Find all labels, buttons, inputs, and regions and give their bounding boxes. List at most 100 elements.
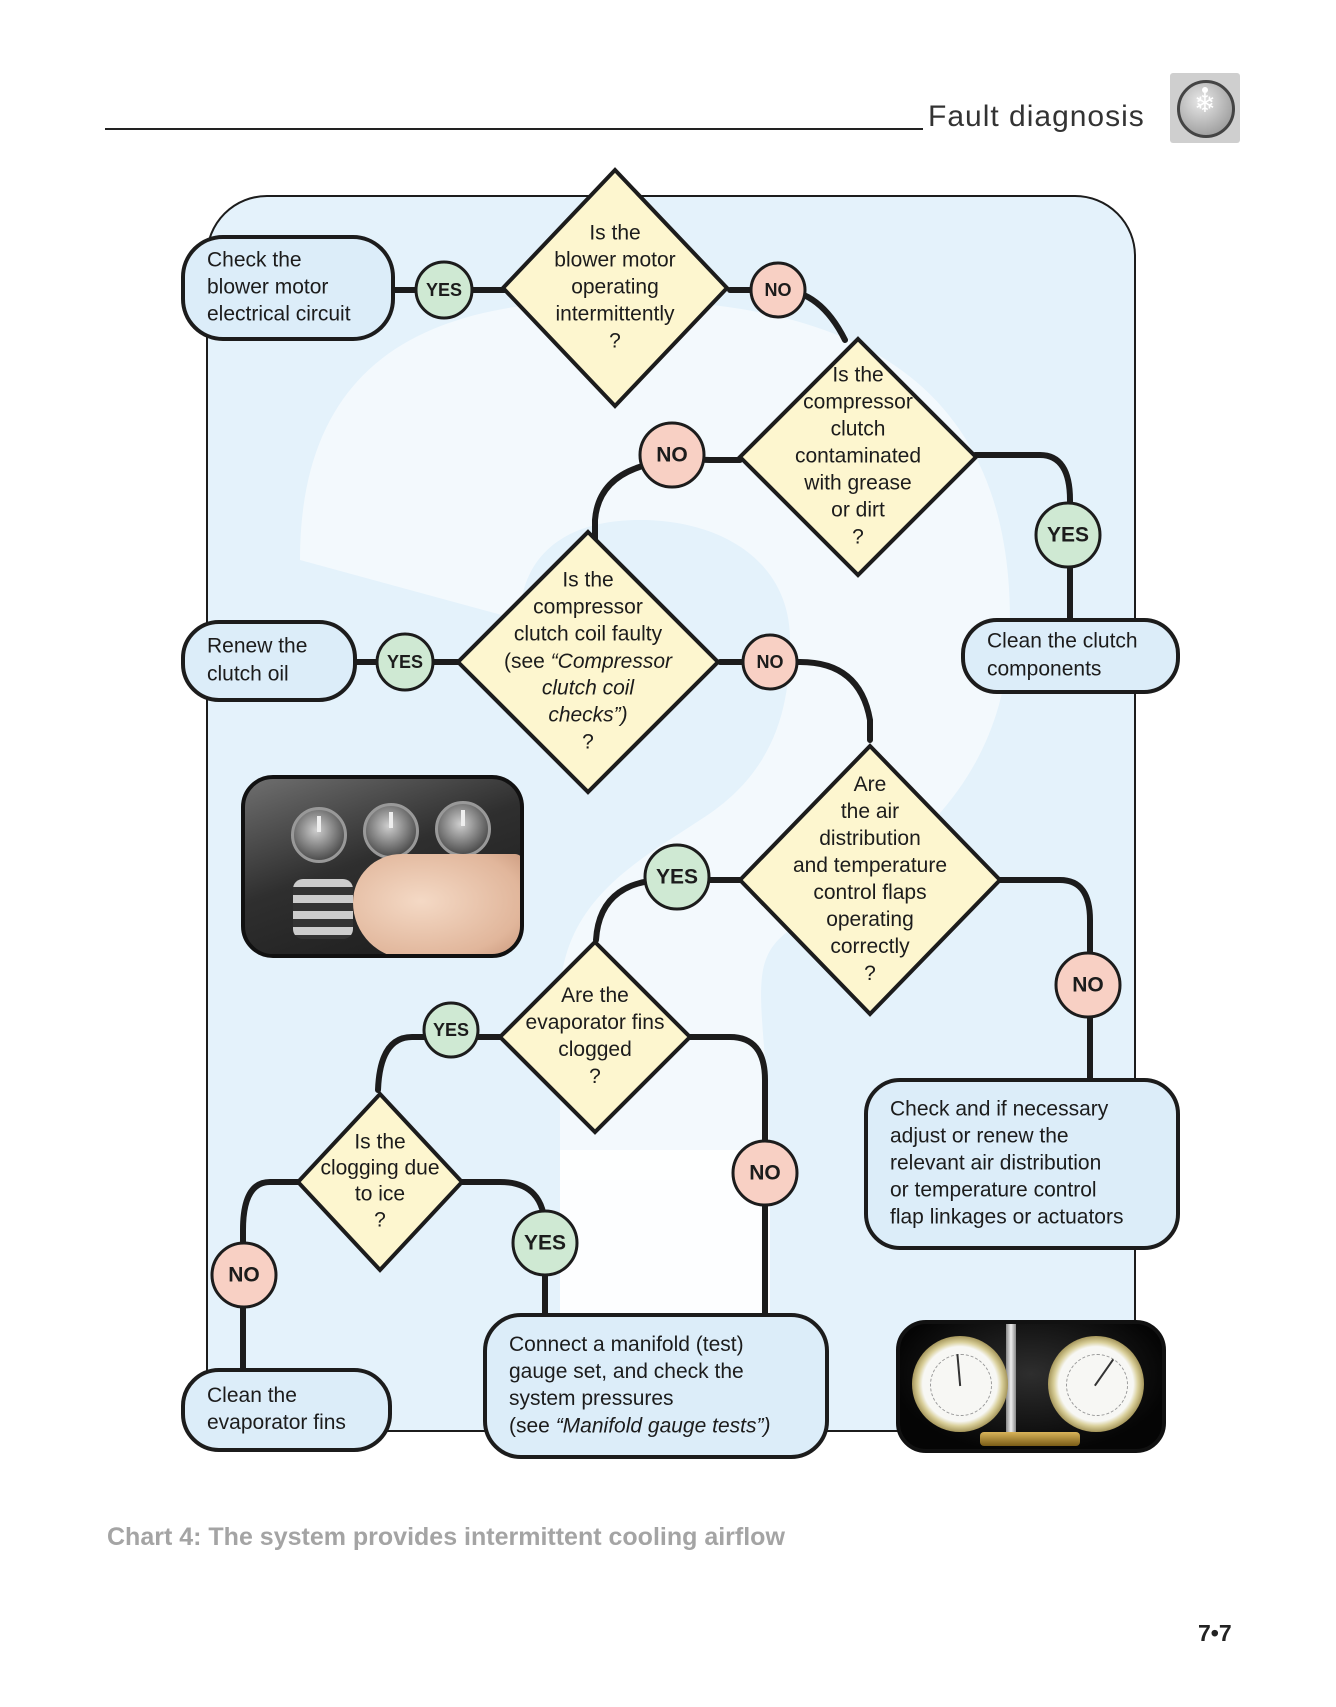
connector-line (717, 659, 873, 743)
header-rule (105, 128, 923, 130)
action-check_blower-line: blower motor (207, 276, 328, 299)
yes-badge-label: YES (1047, 524, 1089, 547)
decision-q_blower-line: ? (609, 330, 621, 353)
decision-q_clutch_contam-line: with grease (803, 472, 911, 495)
action-manifold-line: system pressures (509, 1387, 674, 1410)
decision-q_coil-line: Is the (562, 569, 613, 592)
action-clean_clutch-line: Clean the clutch (987, 630, 1138, 653)
decision-q_coil-line: ? (582, 731, 594, 754)
yes-badge (422, 1001, 480, 1059)
decision-q_blower-line: Is the (589, 222, 640, 245)
decision-q_flaps-line: ? (864, 962, 876, 985)
connector-line (997, 877, 1093, 1083)
yes-badge-label: YES (656, 866, 698, 889)
decision-q_coil-line: clutch coil (542, 677, 636, 700)
yes-badge (1034, 501, 1102, 569)
decision-q_ice-line: to ice (355, 1183, 405, 1206)
no-badge (741, 633, 799, 691)
action-clean_fins-line: Clean the (207, 1384, 297, 1407)
yes-badge (511, 1209, 579, 1277)
decision-q_flaps-line: correctly (830, 935, 910, 958)
action-clean_clutch (961, 618, 1180, 694)
no-badge (731, 1139, 799, 1207)
no-badge-label: NO (1072, 974, 1104, 997)
decision-q_coil (455, 529, 721, 795)
action-renew_oil (181, 620, 357, 702)
badge-dot (1202, 87, 1208, 93)
yes-badge (414, 260, 474, 320)
no-badge-label: NO (749, 1162, 781, 1185)
decision-q_blower-line: intermittently (555, 303, 675, 326)
no-badge-label: NO (765, 280, 792, 300)
badge-ring (1177, 80, 1235, 138)
decision-q_fins-line: Are the (561, 984, 629, 1007)
vent-buttons (293, 879, 353, 939)
decision-q_flaps-line: Are (854, 773, 887, 796)
action-manifold (483, 1313, 829, 1459)
snowflake-glyph: ❄ (1194, 89, 1216, 119)
action-clean_fins-line: evaporator fins (207, 1411, 346, 1434)
decision-q_flaps (737, 743, 1003, 1017)
action-clean_fins (181, 1368, 392, 1452)
no-badge (210, 1241, 278, 1309)
connector-line (687, 1034, 768, 1318)
no-badge (1054, 951, 1122, 1019)
pressure-gauge (1048, 1336, 1144, 1432)
hand (353, 854, 520, 954)
decision-q_clutch_contam-line: ? (852, 526, 864, 549)
control-knob (363, 803, 419, 859)
yes-badge (375, 632, 435, 692)
decision-q_coil-line: compressor (533, 596, 643, 619)
decision-q_coil-line: (see “Compressor (504, 650, 673, 673)
no-badge (749, 261, 807, 319)
decision-q_flaps-line: and temperature (793, 854, 947, 877)
decision-q_ice-line: ? (374, 1209, 386, 1232)
page-number: 7•7 (1198, 1620, 1232, 1646)
connectors (240, 287, 1093, 1373)
control-knob (291, 807, 347, 863)
decision-q_blower-line: blower motor (554, 249, 675, 272)
connector-line (240, 1179, 301, 1373)
manifold-gauges-photo (896, 1320, 1166, 1453)
gauge-manifold-block (980, 1432, 1080, 1446)
no-badge-label: NO (757, 652, 784, 672)
decision-q_fins-line: ? (589, 1065, 601, 1088)
page-header-title: Fault diagnosis (928, 100, 1145, 133)
action-manifold-line: Connect a manifold (test) (509, 1333, 744, 1356)
action-manifold-line: gauge set, and check the (509, 1360, 744, 1383)
decision-q_flaps-line: control flaps (813, 881, 926, 904)
no-badge-label: NO (228, 1264, 260, 1287)
decision-q_clutch_contam-line: compressor (803, 391, 913, 414)
snowflake-icon: ❄ (1170, 73, 1240, 143)
decision-q_flaps-line: the air (841, 800, 899, 823)
decision-q_flaps-line: distribution (819, 827, 921, 850)
action-check_blower-line: electrical circuit (207, 303, 351, 326)
action-check_flaps (864, 1078, 1180, 1250)
action-clean_clutch-line: components (987, 658, 1101, 681)
action-check_blower-line: Check the (207, 249, 302, 272)
decision-q_fins-line: clogged (558, 1038, 632, 1061)
gauge-stand (1006, 1324, 1016, 1442)
decision-q_ice (295, 1091, 465, 1273)
yes-badge-label: YES (524, 1232, 566, 1255)
action-check_flaps-line: flap linkages or actuators (890, 1206, 1123, 1229)
control-knob (435, 801, 491, 857)
yes-badge-label: YES (426, 280, 462, 300)
decision-q_fins-line: evaporator fins (526, 1011, 665, 1034)
action-renew_oil-line: Renew the (207, 635, 307, 658)
action-check_blower (181, 235, 395, 341)
decision-q_clutch_contam-line: contaminated (795, 445, 921, 468)
decision-q_clutch_contam (737, 336, 979, 578)
no-badge (638, 421, 706, 489)
action-check_flaps-line: relevant air distribution (890, 1152, 1101, 1175)
yes-badge-label: YES (387, 652, 423, 672)
decision-q_clutch_contam-line: or dirt (831, 499, 885, 522)
action-check_flaps-line: adjust or renew the (890, 1125, 1069, 1148)
action-manifold-line: (see “Manifold gauge tests”) (509, 1414, 770, 1437)
chart-caption: Chart 4: The system provides intermitten… (107, 1523, 785, 1551)
action-check_flaps-line: Check and if necessary (890, 1098, 1109, 1121)
no-badge-label: NO (656, 444, 688, 467)
decision-q_ice-line: Is the (354, 1131, 405, 1154)
